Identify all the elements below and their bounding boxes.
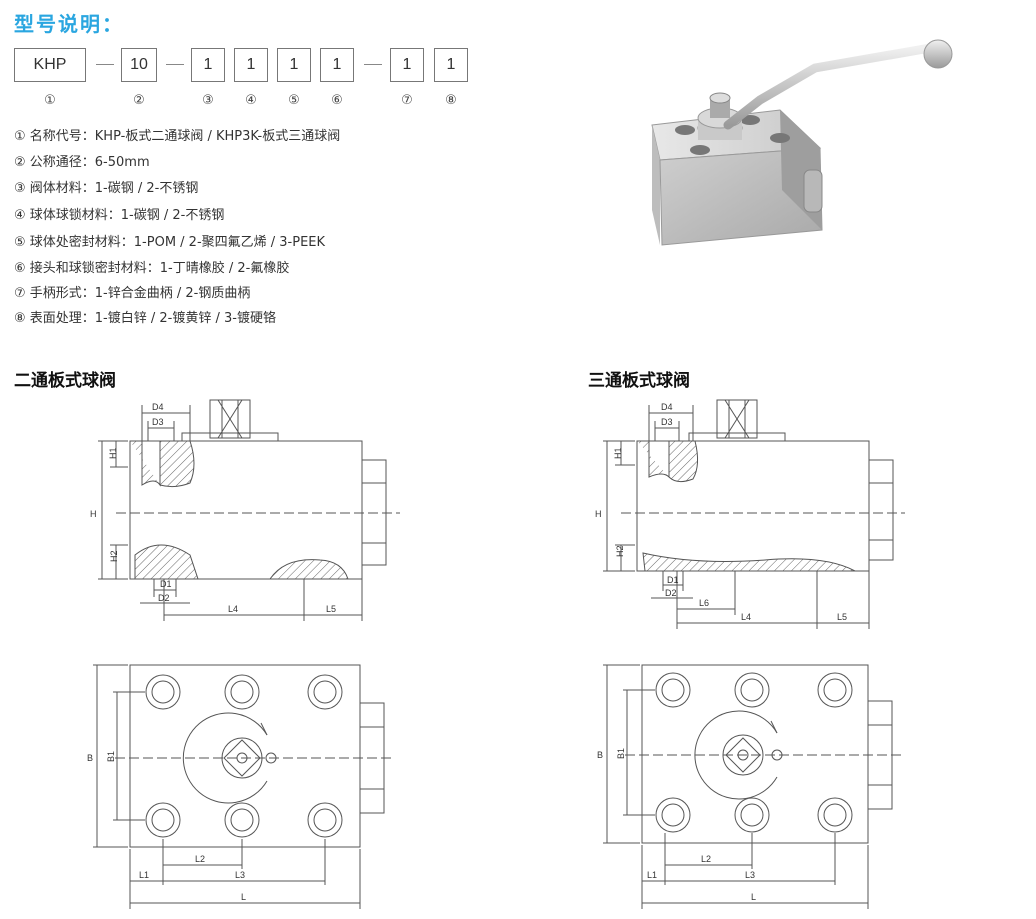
dim-label: B1 bbox=[616, 748, 626, 759]
description-line: ① 名称代号：KHP-板式二通球阀 / KHP3K-板式三通球阀 bbox=[14, 129, 341, 144]
dim-label: B bbox=[87, 753, 93, 763]
dim-label: L2 bbox=[195, 854, 205, 864]
code-number: ④ bbox=[245, 93, 257, 108]
dim-label: D1 bbox=[667, 575, 679, 585]
code-number: ③ bbox=[202, 93, 214, 108]
code-number: ⑤ bbox=[288, 93, 300, 108]
code-box-seal-material: 1 bbox=[277, 48, 311, 82]
dim-label: L3 bbox=[745, 870, 755, 880]
description-line: ⑦ 手柄形式：1-锌合金曲柄 / 2-钢质曲柄 bbox=[14, 286, 251, 301]
dim-label: H2 bbox=[109, 550, 119, 562]
description-line: ② 公称通径：6-50mm bbox=[14, 155, 150, 170]
code-number: ⑦ bbox=[401, 93, 413, 108]
section-title-three-way: 三通板式球阀 bbox=[588, 371, 690, 391]
dim-label: D3 bbox=[152, 417, 164, 427]
dim-label: B1 bbox=[106, 751, 116, 762]
code-dash bbox=[364, 64, 382, 65]
code-box-diameter: 10 bbox=[121, 48, 157, 82]
dim-label: D1 bbox=[160, 579, 172, 589]
description-line: ③ 阀体材料：1-碳钢 / 2-不锈钢 bbox=[14, 181, 199, 196]
dim-label: H1 bbox=[613, 447, 623, 459]
dim-label: D2 bbox=[665, 588, 677, 598]
dim-label: L4 bbox=[228, 604, 238, 614]
two-way-section-drawing: D4 D3 H1 H H2 D1 D2 L4 L5 bbox=[90, 399, 400, 621]
dim-label: L1 bbox=[139, 870, 149, 880]
code-number: ⑥ bbox=[331, 93, 343, 108]
dim-label: L bbox=[751, 892, 756, 902]
dim-label: D4 bbox=[152, 402, 164, 412]
description-line: ④ 球体球锁材料：1-碳钢 / 2-不锈钢 bbox=[14, 208, 225, 223]
code-number: ① bbox=[44, 93, 56, 108]
dim-label: L3 bbox=[235, 870, 245, 880]
description-line: ⑧ 表面处理：1-镀白锌 / 2-镀黄锌 / 3-镀硬铬 bbox=[14, 311, 276, 326]
code-dash bbox=[96, 64, 114, 65]
dim-label: H bbox=[595, 509, 602, 519]
dim-label: B bbox=[597, 750, 603, 760]
dim-label: L5 bbox=[837, 612, 847, 622]
dim-label: L bbox=[241, 892, 246, 902]
code-box-joint-seal: 1 bbox=[320, 48, 354, 82]
code-number: ⑧ bbox=[445, 93, 457, 108]
two-way-top-view: B B1 L2 L1 L3 L bbox=[87, 664, 395, 909]
page-title: 型号说明： bbox=[14, 12, 124, 36]
code-box-body-material: 1 bbox=[191, 48, 225, 82]
dim-label: D3 bbox=[661, 417, 673, 427]
code-box-name: KHP bbox=[14, 48, 86, 82]
dim-label: D2 bbox=[158, 593, 170, 603]
dim-label: H1 bbox=[108, 447, 118, 459]
code-box-surface: 1 bbox=[434, 48, 468, 82]
dim-label: L1 bbox=[647, 870, 657, 880]
description-line: ⑤ 球体处密封材料：1-POM / 2-聚四氟乙烯 / 3-PEEK bbox=[14, 235, 326, 250]
code-dash bbox=[166, 64, 184, 65]
dim-label: L6 bbox=[699, 598, 709, 608]
three-way-top-view: B B1 L2 L1 L3 L bbox=[597, 664, 905, 909]
section-title-two-way: 二通板式球阀 bbox=[14, 371, 116, 391]
dim-label: H2 bbox=[615, 545, 625, 557]
code-box-ball-material: 1 bbox=[234, 48, 268, 82]
dim-label: H bbox=[90, 509, 97, 519]
dim-label: D4 bbox=[661, 402, 673, 412]
code-number: ② bbox=[133, 93, 145, 108]
dim-label: L5 bbox=[326, 604, 336, 614]
description-line: ⑥ 接头和球锁密封材料：1-丁晴橡胶 / 2-氟橡胶 bbox=[14, 261, 290, 276]
dim-label: L2 bbox=[701, 854, 711, 864]
code-box-handle: 1 bbox=[390, 48, 424, 82]
dim-label: L4 bbox=[741, 612, 751, 622]
three-way-section-drawing: D4 D3 H1 H H2 D1 D2 L6 L4 L5 bbox=[595, 399, 905, 629]
product-photo bbox=[651, 39, 953, 246]
